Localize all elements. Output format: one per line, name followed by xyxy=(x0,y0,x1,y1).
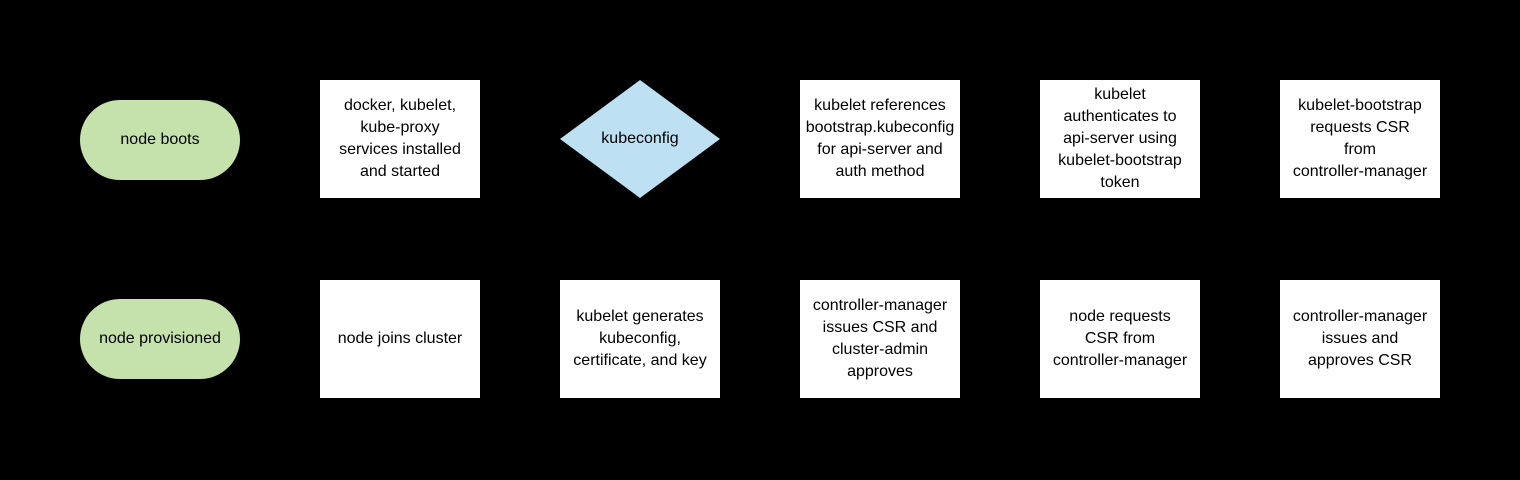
node-label-line: controller-manager xyxy=(812,297,948,314)
node-label-line: kubelet-bootstrap xyxy=(1298,97,1422,114)
flow-node-kubelet-bootstrap-requests-csr: kubelet-bootstrap requests CSR from control… xyxy=(1280,80,1440,198)
node-label-line: approves xyxy=(847,363,913,380)
node-label-line: certificate, and key xyxy=(573,352,707,369)
node-label-line: node boots xyxy=(120,131,200,148)
node-label-line: kubelet xyxy=(1094,86,1146,103)
node-label-line: docker, kubelet, xyxy=(343,97,457,114)
node-label-line: node requests xyxy=(1069,308,1171,325)
flow-node-node-provisioned: node provisioned xyxy=(80,299,240,379)
node-label-line: authenticates to xyxy=(1063,108,1177,125)
node-label-line: issues and xyxy=(1321,330,1399,347)
node-label-line: for api-server and xyxy=(817,141,943,158)
flow-node-services-installed: docker, kubelet, kube-proxy services insta… xyxy=(320,80,480,198)
node-label-line: kube-proxy xyxy=(360,119,440,136)
flow-node-kubeconfig-decision: kubeconfig xyxy=(560,80,720,198)
node-label-line: cluster-admin xyxy=(831,341,929,358)
node-label-line: approves CSR xyxy=(1307,352,1413,369)
flow-node-kubelet-authenticates: kubelet authenticates to api-server using k… xyxy=(1040,80,1200,198)
flow-node-node-boots: node boots xyxy=(80,100,240,180)
node-label-line: CSR from xyxy=(1084,330,1156,347)
node-label-line: bootstrap.kubeconfig xyxy=(805,119,955,136)
node-label-line: services installed xyxy=(339,141,461,158)
node-label-line: auth method xyxy=(835,163,925,180)
node-label-line: api-server using xyxy=(1063,130,1177,147)
node-label-line: and started xyxy=(359,163,441,180)
node-label-line: controller-manager xyxy=(1292,308,1428,325)
node-label-line: from xyxy=(1344,141,1376,158)
node-label-line: controller-manager xyxy=(1052,352,1188,369)
flow-node-cm-issues-and-approves-csr: controller-manager issues and approves CSR xyxy=(1280,280,1440,398)
flow-node-kubelet-references-bootstrap: kubelet references bootstrap.kubeconfig fo… xyxy=(800,80,960,198)
flow-node-cm-issues-csr-admin-approves: controller-manager issues CSR and cluster-… xyxy=(800,280,960,398)
node-label-line: issues CSR and xyxy=(822,319,938,336)
node-label-line: kubelet references xyxy=(814,97,946,114)
node-label-line: kubelet-bootstrap xyxy=(1058,152,1182,169)
flow-node-node-joins-cluster: node joins cluster xyxy=(320,280,480,398)
node-label-line: requests CSR xyxy=(1310,119,1410,136)
node-label-line: token xyxy=(1100,174,1140,191)
node-label-line: controller-manager xyxy=(1292,163,1428,180)
node-label-line: node provisioned xyxy=(99,330,221,347)
node-label-line: node joins cluster xyxy=(337,330,463,347)
node-label-line: kubeconfig xyxy=(601,130,679,147)
node-label-line: kubeconfig, xyxy=(599,330,681,347)
flow-node-kubelet-generates-kubeconfig: kubelet generates kubeconfig, certificate,… xyxy=(560,280,720,398)
node-label-line: kubelet generates xyxy=(576,308,704,325)
